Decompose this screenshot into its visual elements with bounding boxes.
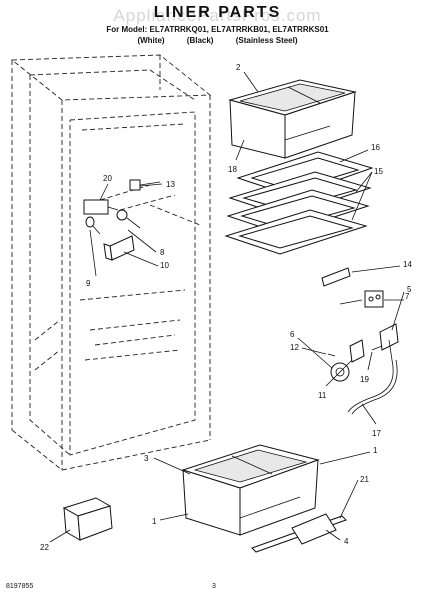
color-stainless: (Stainless Steel)	[235, 36, 298, 45]
control-parts	[321, 267, 399, 415]
callout-1-lower: 1	[152, 517, 157, 526]
lower-basket	[181, 444, 347, 553]
callout-3: 3	[144, 454, 149, 463]
doc-number: 8197855	[6, 583, 34, 590]
light-assembly	[83, 179, 161, 261]
leader-lines	[49, 71, 405, 543]
callout-10: 10	[160, 261, 169, 270]
callout-20: 20	[103, 174, 112, 183]
callout-5: 5	[407, 285, 412, 294]
color-black: (Black)	[186, 36, 214, 45]
callout-15: 15	[374, 167, 383, 176]
cabinet-outline	[10, 54, 212, 471]
callout-21: 21	[360, 475, 369, 484]
callout-6: 6	[290, 330, 295, 339]
shelf-frames	[224, 151, 374, 255]
callout-9: 9	[86, 279, 91, 288]
callout-12: 12	[290, 343, 299, 352]
page-title: LINER PARTS	[153, 4, 282, 21]
page-number: 3	[212, 583, 216, 590]
callout-1-upper: 1	[373, 446, 378, 455]
callout-17: 17	[372, 429, 381, 438]
upper-basket	[228, 79, 357, 159]
color-variants: (White) (Black) (Stainless Steel)	[0, 36, 435, 45]
callout-16: 16	[371, 143, 380, 152]
callout-11: 11	[318, 391, 327, 400]
model-line: For Model: EL7ATRRKQ01, EL7ATRRKB01, EL7…	[106, 25, 329, 34]
callout-8: 8	[160, 248, 165, 257]
callout-19: 19	[360, 375, 369, 384]
callout-18: 18	[228, 165, 237, 174]
callout-4: 4	[344, 537, 349, 546]
callout-2: 2	[236, 63, 241, 72]
callout-22: 22	[40, 543, 49, 552]
callout-labels: 2 18 16 15 20 13 8 10 9 14 7 5 6 12 11 1…	[40, 63, 412, 552]
watermark: AppliancePartsPros.com	[113, 6, 322, 25]
callout-7: 7	[405, 292, 410, 301]
small-bin	[62, 497, 113, 541]
color-white: (White)	[137, 36, 165, 45]
callout-13: 13	[166, 180, 175, 189]
callout-14: 14	[403, 260, 412, 269]
